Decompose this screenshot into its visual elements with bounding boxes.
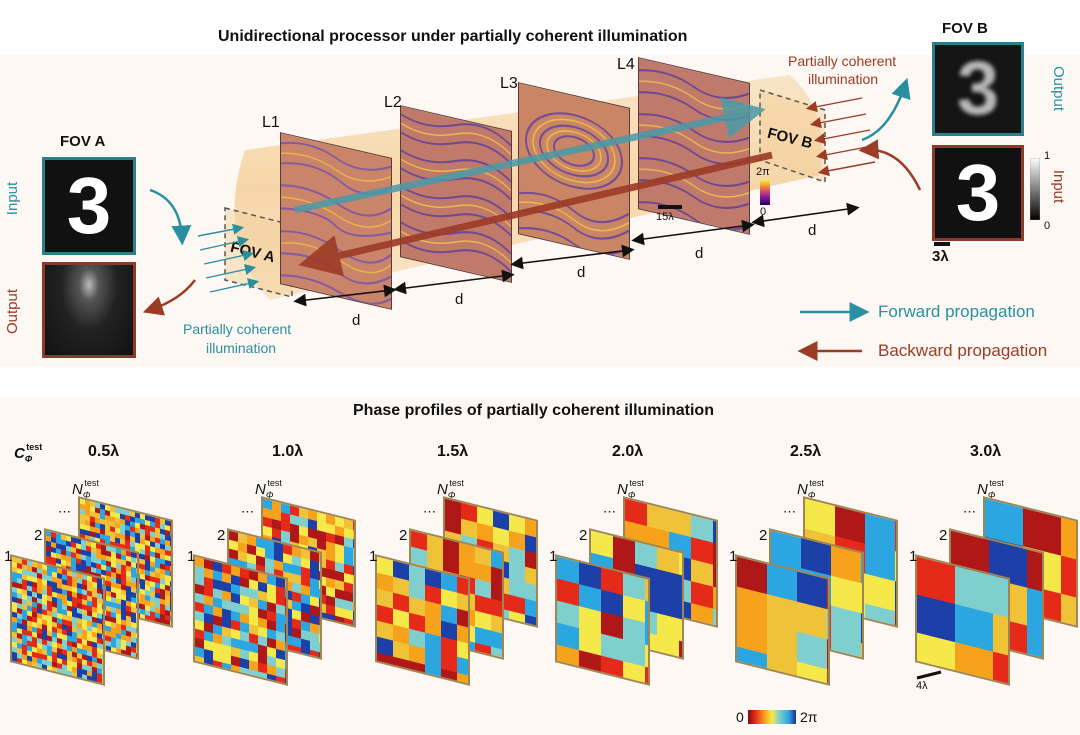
gray-colorbar xyxy=(1030,158,1040,220)
distance-label-3: d xyxy=(577,264,586,281)
plane-ellipsis-col5: ⋯ xyxy=(783,504,796,519)
phase-plane-col5-plane-1 xyxy=(735,554,830,686)
bottom-colorbar-min: 0 xyxy=(736,709,744,725)
column-header-3: 1.5λ xyxy=(437,443,469,460)
right-output-label: Output xyxy=(1050,65,1068,112)
column-header-5: 2.5λ xyxy=(790,443,822,460)
plane-index-1-col6: 1 xyxy=(909,548,918,565)
param-symbol: C xyxy=(14,445,25,462)
phase-colorbar-max: 2π xyxy=(756,166,770,178)
bottom-panel-background xyxy=(0,397,1080,735)
output-digit: 3 xyxy=(956,46,1000,131)
left-input-label: Input xyxy=(4,181,22,216)
fov-a-title: FOV A xyxy=(60,133,106,150)
plane-index-2-col1: 2 xyxy=(34,527,43,544)
plane-count-label-col4: NΦtest xyxy=(617,478,644,500)
param-sub: Φ xyxy=(24,454,33,464)
phase-plane-col4-plane-1 xyxy=(555,554,650,686)
layer-l3 xyxy=(518,82,630,260)
fov-b-dashed-box xyxy=(759,88,826,184)
layer-label-l3: L3 xyxy=(500,75,518,92)
plane-ellipsis-col1: ⋯ xyxy=(58,504,71,519)
input-digit-b: 3 xyxy=(955,148,1001,237)
fov-b-title: FOV B xyxy=(942,20,988,37)
plane-index-2-col4: 2 xyxy=(579,527,588,544)
plane-count-label-col2: NΦtest xyxy=(255,478,282,500)
layer-label-l1: L1 xyxy=(262,114,280,131)
distance-label-2: d xyxy=(455,291,464,308)
param-sup: test xyxy=(26,442,43,452)
illum-right-line1: Partially coherent xyxy=(788,53,897,69)
plane-index-2-col2: 2 xyxy=(217,527,226,544)
plane-index-1-col4: 1 xyxy=(549,548,558,565)
bottom-title: Phase profiles of partially coherent ill… xyxy=(353,402,714,419)
bottom-scale-label: 4λ xyxy=(916,680,928,692)
plane-index-1-col2: 1 xyxy=(187,548,196,565)
gray-colorbar-max: 1 xyxy=(1044,150,1051,162)
phase-colorbar xyxy=(760,180,770,205)
bottom-colorbar xyxy=(748,710,796,724)
phase-plane-col6-plane-1 xyxy=(915,554,1010,686)
param-label: CΦtest xyxy=(14,442,48,464)
plane-count-label-col3: NΦtest xyxy=(437,478,464,500)
fov-b-output-image: 3 xyxy=(932,42,1024,136)
fov-b-input-image: 3 xyxy=(932,145,1024,241)
fov-a-input-image: 3 xyxy=(42,157,136,255)
plane-ellipsis-col2: ⋯ xyxy=(241,504,254,519)
distance-label-5: d xyxy=(808,222,817,239)
plane-count-label-col6: NΦtest xyxy=(977,478,1004,500)
plane-index-1-col3: 1 xyxy=(369,548,378,565)
propagation-arrows xyxy=(142,77,950,361)
layer-label-l2: L2 xyxy=(384,94,402,111)
legend-forward: Forward propagation xyxy=(878,302,1035,321)
bottom-scale-bar xyxy=(916,670,942,680)
layer-label-l4: L4 xyxy=(617,56,635,73)
plane-ellipsis-col6: ⋯ xyxy=(963,504,976,519)
plane-ellipsis-col4: ⋯ xyxy=(603,504,616,519)
column-header-2: 1.0λ xyxy=(272,443,304,460)
gray-colorbar-min: 0 xyxy=(1044,220,1051,232)
phase-colorbar-min: 0 xyxy=(760,206,767,218)
column-header-4: 2.0λ xyxy=(612,443,644,460)
column-header-1: 0.5λ xyxy=(88,443,120,460)
illum-left-line1: Partially coherent xyxy=(183,321,292,337)
illum-left-line2: illumination xyxy=(206,340,277,356)
plane-index-1-col5: 1 xyxy=(729,548,738,565)
layer-scale-label: 15λ xyxy=(656,211,674,223)
input-digit: 3 xyxy=(66,161,112,250)
plane-index-2-col5: 2 xyxy=(759,527,768,544)
right-input-label: Input xyxy=(1050,169,1068,204)
top-title: Unidirectional processor under partially… xyxy=(218,28,688,45)
plane-index-1-col1: 1 xyxy=(4,548,13,565)
plane-count-label-col1: NΦtest xyxy=(72,478,99,500)
plane-index-2-col3: 2 xyxy=(399,527,408,544)
phase-plane-col1-plane-1 xyxy=(10,554,105,686)
fov-a-output-image xyxy=(42,262,136,358)
fov-scale-label: 3λ xyxy=(932,248,949,265)
distance-label-1: d xyxy=(352,312,361,329)
illum-right-line2: illumination xyxy=(808,71,879,87)
distance-label-4: d xyxy=(695,245,704,262)
plane-count-label-col5: NΦtest xyxy=(797,478,824,500)
legend-backward: Backward propagation xyxy=(878,341,1048,360)
left-output-label: Output xyxy=(4,288,22,335)
column-header-6: 3.0λ xyxy=(970,443,1002,460)
plane-ellipsis-col3: ⋯ xyxy=(423,504,436,519)
plane-index-2-col6: 2 xyxy=(939,527,948,544)
bottom-colorbar-max: 2π xyxy=(800,709,818,725)
